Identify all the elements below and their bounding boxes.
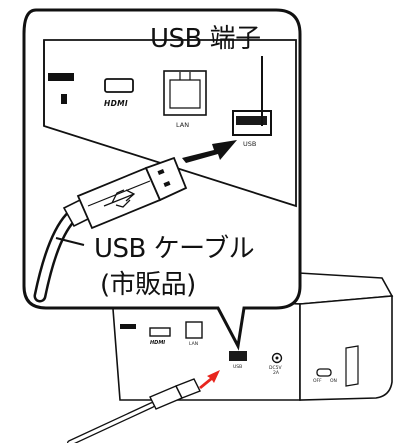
- red-insert-arrow: [199, 370, 220, 389]
- small-usb-label: USB: [233, 365, 243, 370]
- zoomed-usb-plug-hole-2: [163, 181, 171, 187]
- small-device-side-notch: [345, 345, 359, 387]
- usb-cable-sub-label: (市販品): [100, 270, 196, 300]
- small-hdmi-port: [149, 327, 171, 337]
- small-usb-cable: [67, 378, 201, 443]
- small-device: [67, 271, 394, 443]
- usb-port-label: USB 端子: [150, 24, 261, 54]
- zoomed-usb-plug-hole-1: [157, 169, 165, 175]
- zoomed-lan-port-inner: [169, 72, 201, 109]
- small-usb-plug-metal: [175, 378, 201, 399]
- zoomed-hdmi-port: [104, 78, 134, 93]
- zoomed-lan-label: LAN: [176, 121, 190, 129]
- zoomed-usb-plug-metal: [144, 156, 188, 202]
- small-lan-label: LAN: [189, 342, 199, 347]
- zoomed-usb-plug-ridge: [87, 180, 151, 207]
- zoomed-usb-cable: [33, 156, 188, 303]
- small-power-switch: [316, 368, 332, 377]
- small-sd-slot: [120, 324, 136, 329]
- small-dc-label-2: 2A: [273, 371, 279, 376]
- usb-cable-label: USB ケーブル: [94, 234, 255, 264]
- zoomed-usb-port-tongue: [236, 116, 267, 125]
- small-switch-off-label: OFF: [313, 379, 322, 384]
- zoomed-cable-leader-line: [55, 237, 85, 246]
- small-usb-port: [229, 351, 247, 361]
- zoomed-cable-wire-inner: [36, 214, 74, 300]
- zoomed-sd-icon: [61, 94, 67, 104]
- zoomed-usb-label: USB: [243, 140, 257, 148]
- black-insert-arrow: [182, 140, 237, 163]
- small-hdmi-label: HDMI: [150, 340, 166, 346]
- small-lan-port: [185, 321, 203, 339]
- small-cable-wire-inner: [68, 403, 154, 443]
- small-switch-on-label: ON: [330, 379, 337, 384]
- small-dc-label-1: DC5V: [269, 366, 282, 371]
- zoomed-hdmi-label: HDMI: [104, 99, 128, 108]
- small-dc-jack-pin: [275, 356, 279, 360]
- zoomed-device: [33, 39, 297, 303]
- usb-trident-icon: [103, 189, 136, 208]
- zoomed-sd-slot: [48, 73, 74, 81]
